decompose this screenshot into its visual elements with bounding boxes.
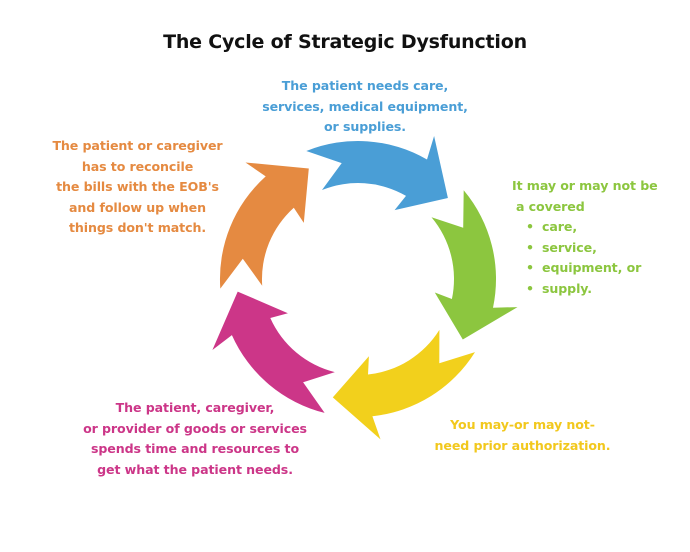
arrow-step-5-orange: [219, 162, 309, 289]
label-line: or provider of goods or services: [83, 420, 307, 436]
label-line: services, medical equipment,: [262, 98, 468, 114]
bullet-icon: •: [526, 219, 534, 234]
label-line: The patient, caregiver,: [115, 400, 275, 415]
arrow-step-2-green: [431, 190, 518, 340]
label-line: The patient or caregiver: [52, 138, 223, 153]
arrow-step-3-yellow: [332, 329, 475, 440]
label-line: It may or may not be: [512, 178, 658, 193]
label-line: The patient needs care,: [281, 78, 449, 93]
bullet-icon: •: [526, 260, 534, 275]
covered-items-list: •care, •service, •equipment, or •supply.: [512, 217, 658, 299]
step-label-reconcile-bills: The patient or caregiver has to reconcil…: [25, 136, 250, 239]
step-label-prior-authorization: You may-or may not- need prior authoriza…: [410, 415, 635, 456]
list-item: •service,: [526, 238, 658, 259]
bullet-icon: •: [526, 280, 534, 296]
list-item: •equipment, or: [526, 258, 658, 279]
label-line: or supplies.: [324, 119, 406, 134]
label-line: a covered: [516, 198, 585, 214]
list-item: •supply.: [526, 279, 658, 300]
step-label-spends-time-resources: The patient, caregiver, or provider of g…: [40, 398, 350, 480]
step-label-may-be-covered: It may or may not be a covered •care, •s…: [512, 176, 658, 299]
label-line: spends time and resources to: [91, 441, 299, 456]
label-line: You may-or may not-: [450, 417, 595, 432]
label-line: need prior authorization.: [434, 437, 611, 453]
label-line: the bills with the EOB's: [56, 179, 219, 194]
step-label-patient-needs-care: The patient needs care, services, medica…: [240, 76, 490, 138]
list-item: •care,: [526, 217, 658, 238]
label-line: get what the patient needs.: [97, 461, 293, 477]
arrow-step-4-pink: [212, 291, 335, 413]
label-line: and follow up when: [69, 199, 206, 215]
diagram-title: The Cycle of Strategic Dysfunction: [163, 31, 527, 53]
label-line: things don't match.: [68, 220, 206, 235]
label-line: has to reconcile: [81, 158, 194, 174]
arrow-step-1-blue: [306, 136, 448, 211]
bullet-icon: •: [526, 239, 534, 255]
